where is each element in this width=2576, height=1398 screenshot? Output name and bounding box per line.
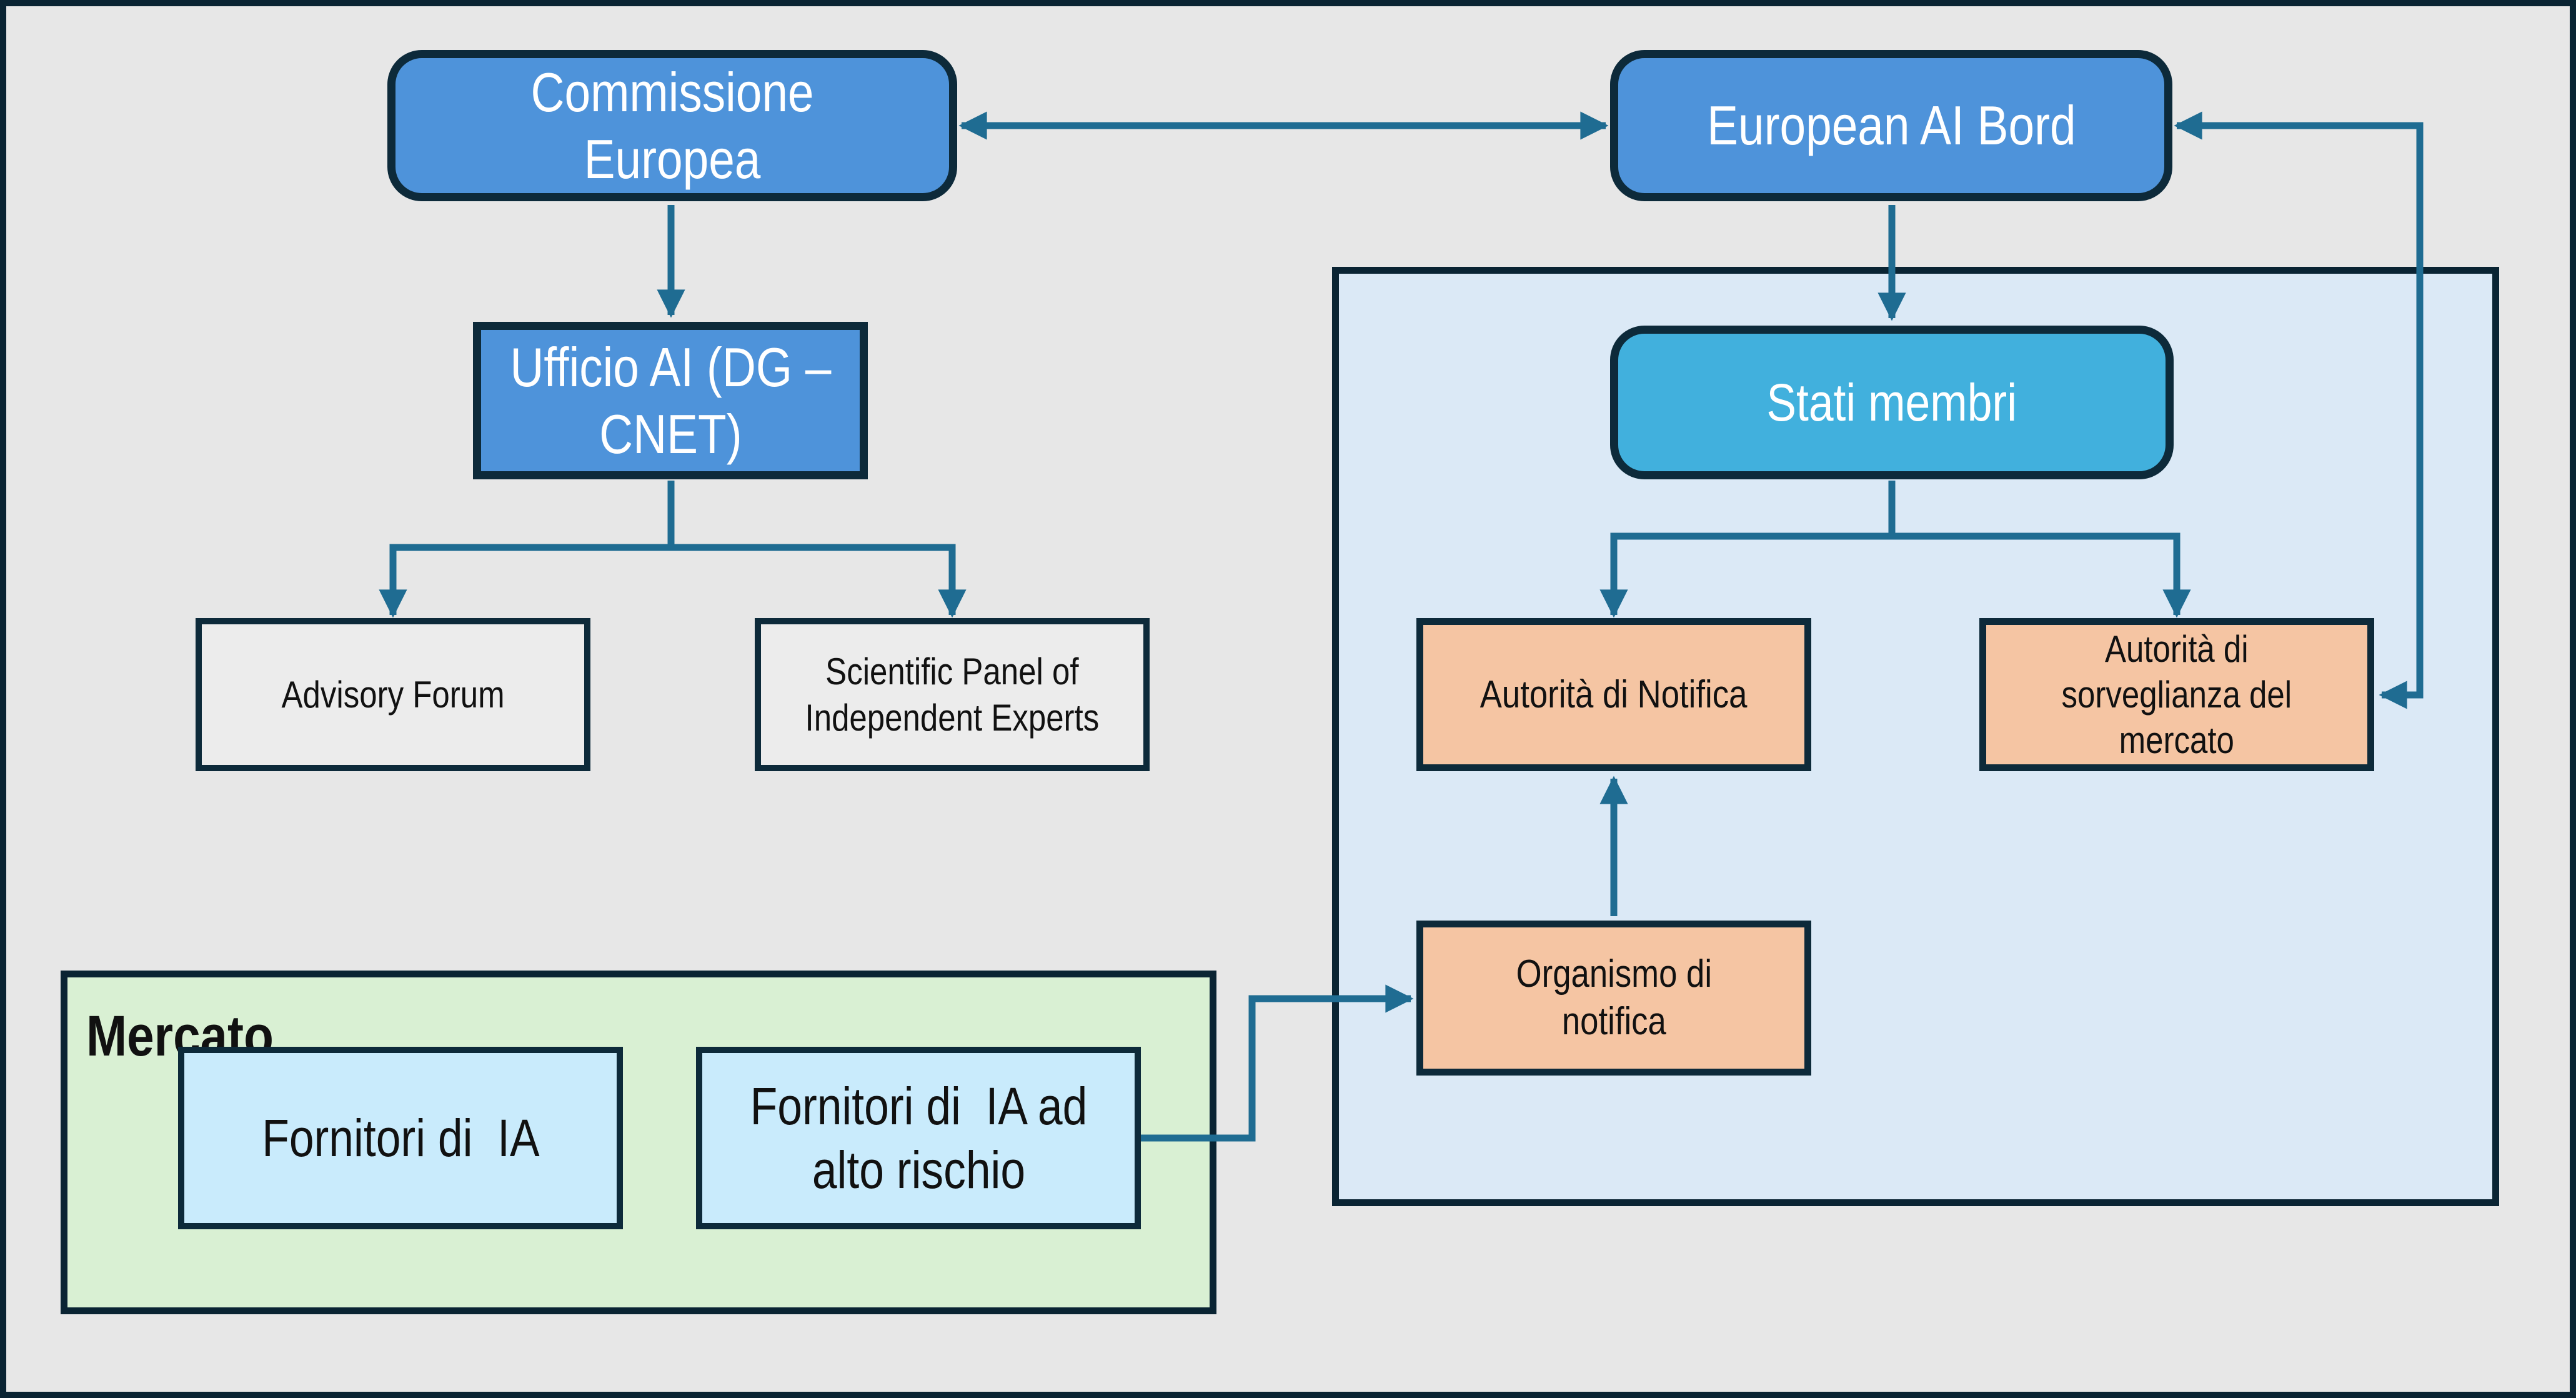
node-label: Ufficio AI (DG – CNET)	[509, 336, 832, 465]
node-label: Advisory Forum	[281, 673, 505, 716]
edge-fornitorialto-organismo	[1140, 984, 1414, 1142]
node-autorita-sorveglianza-mercato: Autorità di sorveglianza del mercato	[1979, 618, 2374, 771]
node-scientific-panel: Scientific Panel of Independent Experts	[755, 618, 1150, 771]
node-commissione-europea: Commissione Europea	[387, 50, 957, 201]
node-label: Commissione Europea	[530, 61, 827, 190]
node-label: European AI Bord	[1706, 94, 2076, 157]
node-label: Fornitori di IA ad alto rischio	[750, 1076, 1087, 1199]
edge-ufficio-advisory-scientific	[379, 544, 967, 618]
node-label: Autorità di Notifica	[1480, 672, 1748, 716]
node-fornitori-ia-alto-rischio: Fornitori di IA ad alto rischio	[696, 1047, 1141, 1229]
edge-aibord-sorveglianza	[2174, 111, 2424, 709]
node-fornitori-ia: Fornitori di IA	[178, 1047, 623, 1229]
node-european-ai-board: European AI Bord	[1610, 50, 2172, 201]
node-label: Autorità di sorveglianza del mercato	[2061, 627, 2292, 762]
node-autorita-di-notifica: Autorità di Notifica	[1416, 618, 1811, 771]
node-stati-membri: Stati membri	[1610, 326, 2174, 479]
node-label: Stati membri	[1766, 372, 2017, 432]
node-label: Fornitori di IA	[261, 1108, 540, 1167]
node-advisory-forum: Advisory Forum	[196, 618, 590, 771]
node-ufficio-ai: Ufficio AI (DG – CNET)	[473, 322, 868, 479]
node-label: Scientific Panel of Independent Experts	[805, 651, 1100, 739]
node-label: Organismo di notifica	[1516, 952, 1712, 1043]
edge-stati-notifica-sorveglianza	[1599, 532, 2191, 618]
node-organismo-di-notifica: Organismo di notifica	[1416, 921, 1811, 1076]
